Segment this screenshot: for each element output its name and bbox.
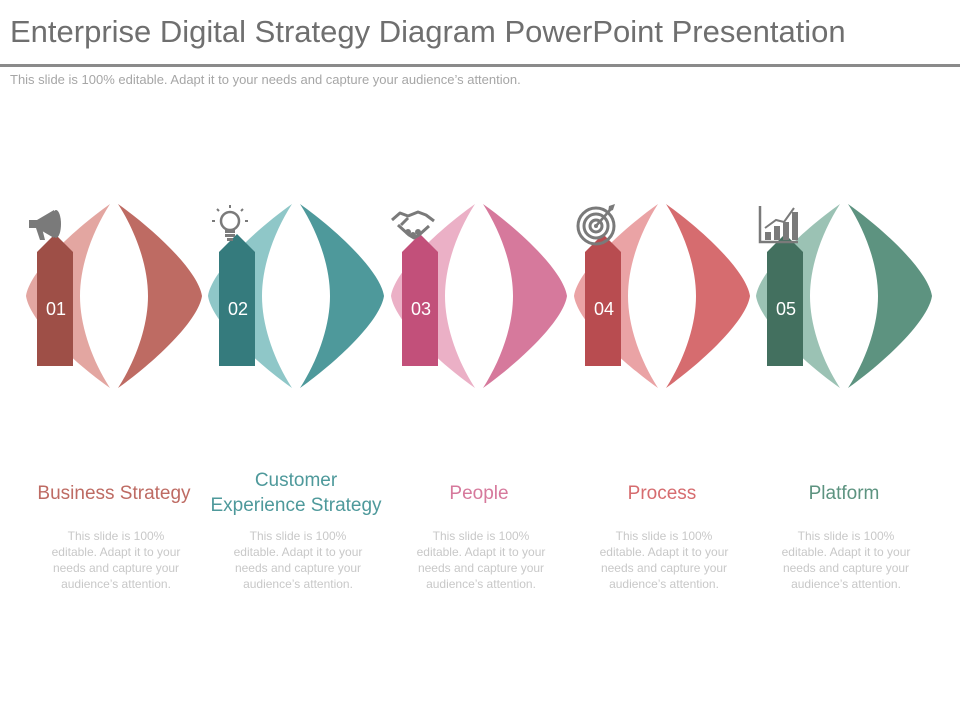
step-number: 02 [227,299,249,319]
title-divider [0,64,960,67]
step-description: This slide is 100% editable. Adapt it to… [51,529,181,591]
step-number: 04 [593,299,615,319]
step-01: 01 Business Strategy This slide is 100% … [24,200,204,620]
step-number: 05 [775,299,797,319]
step-graphic [391,204,567,388]
slide-subtitle: This slide is 100% editable. Adapt it to… [10,72,521,87]
slide-title: Enterprise Digital Strategy Diagram Powe… [10,14,846,49]
step-02: 02 Customer Experience Strategy This sli… [206,200,386,620]
step-05: 05 Platform This slide is 100% editable.… [754,200,934,620]
step-04: 04 Process This slide is 100% editable. … [572,200,752,620]
step-graphic [208,204,384,388]
step-graphic [26,204,202,388]
step-description: This slide is 100% editable. Adapt it to… [781,529,911,591]
megaphone-icon [29,210,61,240]
step-description: This slide is 100% editable. Adapt it to… [599,529,729,591]
step-label: Platform [808,482,880,504]
step-label: People [449,482,509,504]
step-label: Customer Experience Strategy [210,470,382,516]
step-description: This slide is 100% editable. Adapt it to… [416,529,546,591]
step-number: 01 [45,299,67,319]
step-label: Business Strategy [37,482,191,504]
step-graphic [756,204,932,388]
target-icon [576,204,616,246]
step-number: 03 [410,299,432,319]
step-label: Process [627,482,697,504]
handshake-icon [391,210,435,240]
step-03: 03 People This slide is 100% editable. A… [389,200,569,620]
step-graphic [574,204,750,388]
lightbulb-icon [212,205,248,241]
bar-chart-icon [758,206,798,244]
step-description: This slide is 100% editable. Adapt it to… [233,529,363,591]
